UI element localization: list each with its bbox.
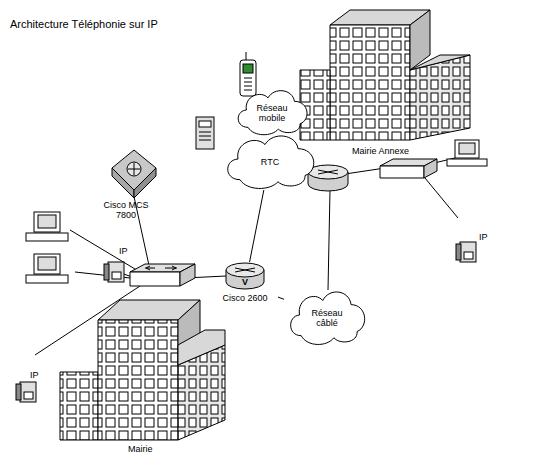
switch xyxy=(380,159,437,178)
network-cloud: Réseau câblé xyxy=(284,284,370,346)
network-wires xyxy=(35,158,458,355)
diagram-title: Architecture Téléphonie sur IP xyxy=(10,18,158,30)
network-cloud: RTC xyxy=(220,128,320,190)
ip-tag: IP xyxy=(479,232,488,242)
device-label: Mairie xyxy=(128,444,153,454)
pbx-icon xyxy=(196,117,214,149)
network-link xyxy=(278,297,284,299)
router-node: V Cisco 2600 xyxy=(212,262,278,308)
device-label: Cisco MCS 7800 xyxy=(100,200,152,220)
cloud-label: Réseau mobile xyxy=(249,103,295,123)
ip-tag: IP xyxy=(30,370,39,380)
mobile-phone-icon xyxy=(240,52,256,96)
cloud-label: RTC xyxy=(245,157,295,167)
server-icon xyxy=(112,150,156,198)
device-label: Mairie Annexe xyxy=(352,146,409,156)
network-cloud: Réseau mobile xyxy=(232,84,312,136)
cloud-label: Réseau câblé xyxy=(304,308,350,328)
ip-tag: IP xyxy=(119,246,128,256)
switch xyxy=(130,264,195,286)
cloud-text-box: Réseau câblé xyxy=(304,308,350,328)
annexe-building xyxy=(300,10,470,140)
cloud-text-box: RTC xyxy=(245,157,295,167)
router-icon xyxy=(308,165,348,191)
cloud-text-box: Réseau mobile xyxy=(249,103,295,123)
mairie-building xyxy=(60,300,225,440)
router-mark: V xyxy=(242,277,248,287)
ip-phone-icon xyxy=(16,242,476,402)
network-link xyxy=(250,190,264,262)
router-label: Cisco 2600 xyxy=(222,293,267,303)
